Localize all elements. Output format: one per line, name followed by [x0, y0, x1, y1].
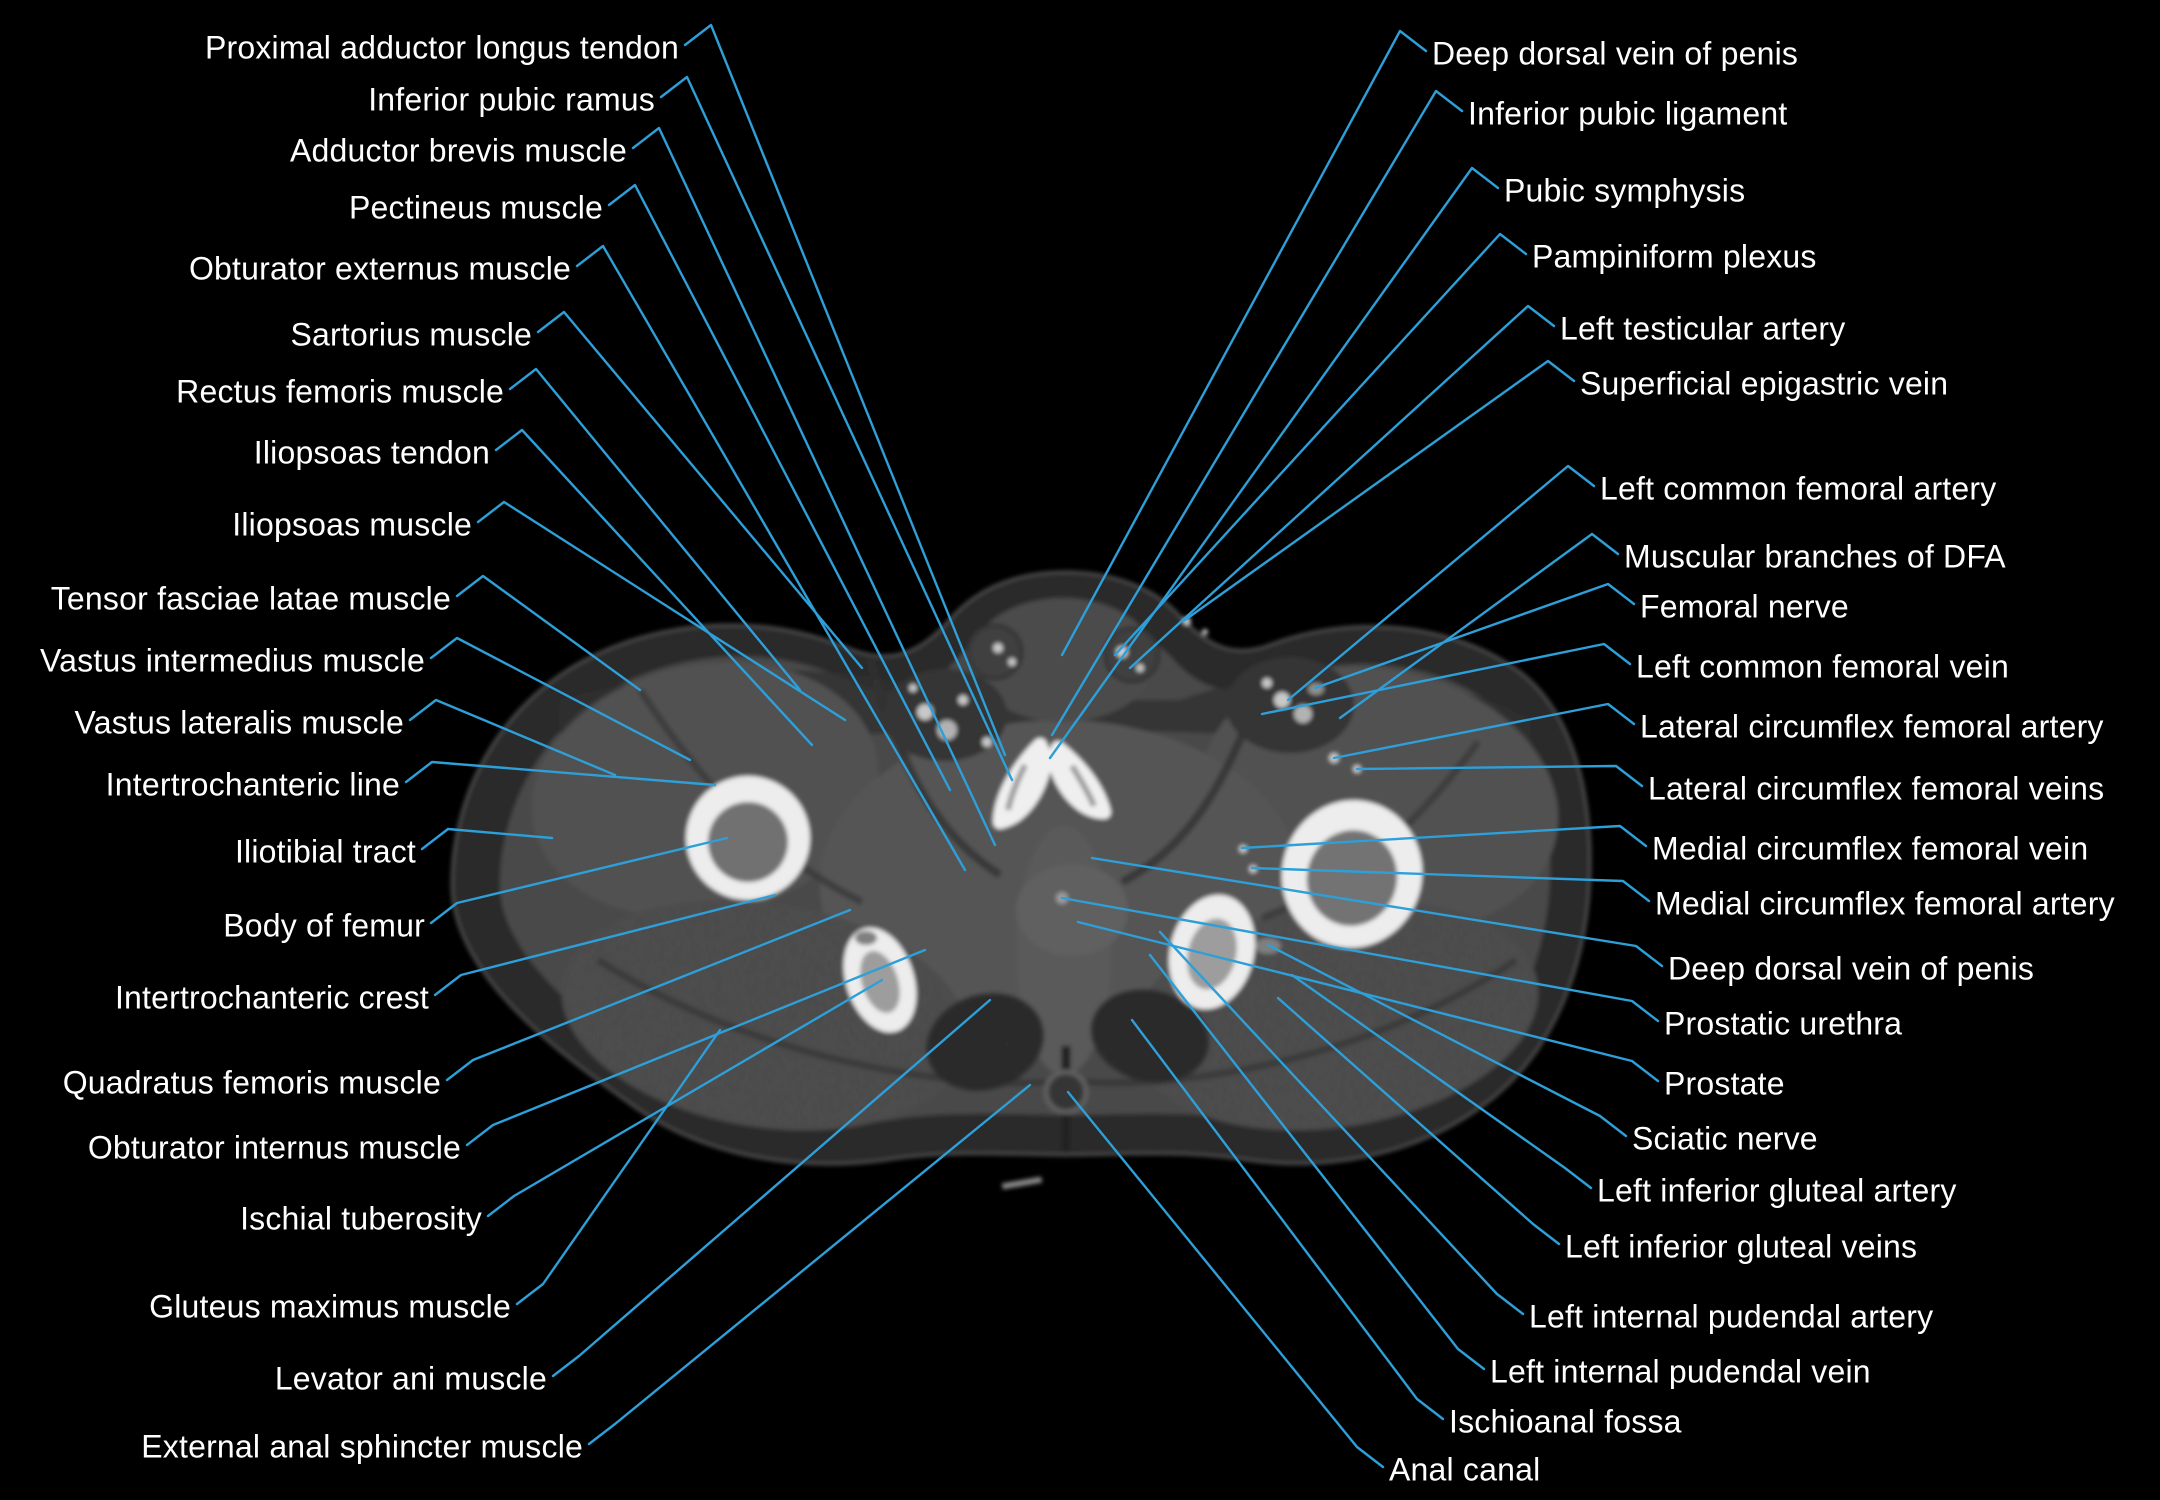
leader-line — [429, 836, 729, 925]
skin-artifact — [1001, 1176, 1043, 1190]
leader-line — [1240, 824, 1648, 850]
leader-line — [1266, 943, 1628, 1138]
leader-line — [1113, 232, 1528, 657]
leader-line — [683, 23, 1007, 757]
leader-line — [575, 244, 967, 872]
leader-line — [1286, 464, 1596, 702]
leader-line — [508, 367, 802, 692]
leader-line — [1250, 866, 1651, 903]
leader-line — [1355, 764, 1644, 788]
leader-line — [1290, 973, 1593, 1190]
leader-line — [476, 500, 847, 722]
leader-line — [1066, 1090, 1385, 1469]
leader-line — [486, 978, 884, 1218]
leader-line — [1332, 702, 1636, 760]
leader-line — [1183, 359, 1576, 622]
leader-line — [607, 183, 952, 792]
leader-line — [1338, 532, 1620, 720]
leader-line — [1158, 930, 1525, 1316]
leader-line — [1048, 166, 1500, 760]
leader-line — [551, 998, 992, 1378]
leader-line — [659, 75, 1014, 782]
ct-anatomy-group — [450, 570, 1592, 1190]
leader-line — [1260, 642, 1632, 716]
leader-line — [408, 698, 617, 777]
leader-line — [631, 126, 997, 847]
leader-line — [1128, 304, 1556, 670]
leader-line — [1276, 996, 1561, 1246]
leader-lines — [404, 23, 1664, 1469]
leader-line — [1090, 856, 1664, 968]
leader-line — [1148, 953, 1486, 1371]
leader-line — [1313, 582, 1636, 690]
leader-line — [494, 428, 814, 747]
leader-line — [1130, 1018, 1445, 1421]
leader-line — [587, 1083, 1032, 1446]
leader-line — [536, 310, 864, 670]
leader-line — [429, 636, 692, 762]
leader-line — [445, 908, 852, 1082]
leader-line — [515, 1028, 722, 1306]
leader-line — [1076, 920, 1660, 1083]
leader-line — [465, 948, 927, 1147]
leader-line — [433, 893, 777, 997]
leader-line — [420, 827, 554, 851]
leader-line — [455, 574, 642, 692]
leader-line — [1060, 896, 1660, 1023]
leader-line — [404, 760, 717, 787]
leader-line — [1060, 29, 1428, 657]
leader-line — [1050, 89, 1464, 737]
ct-noise — [452, 572, 1591, 1165]
